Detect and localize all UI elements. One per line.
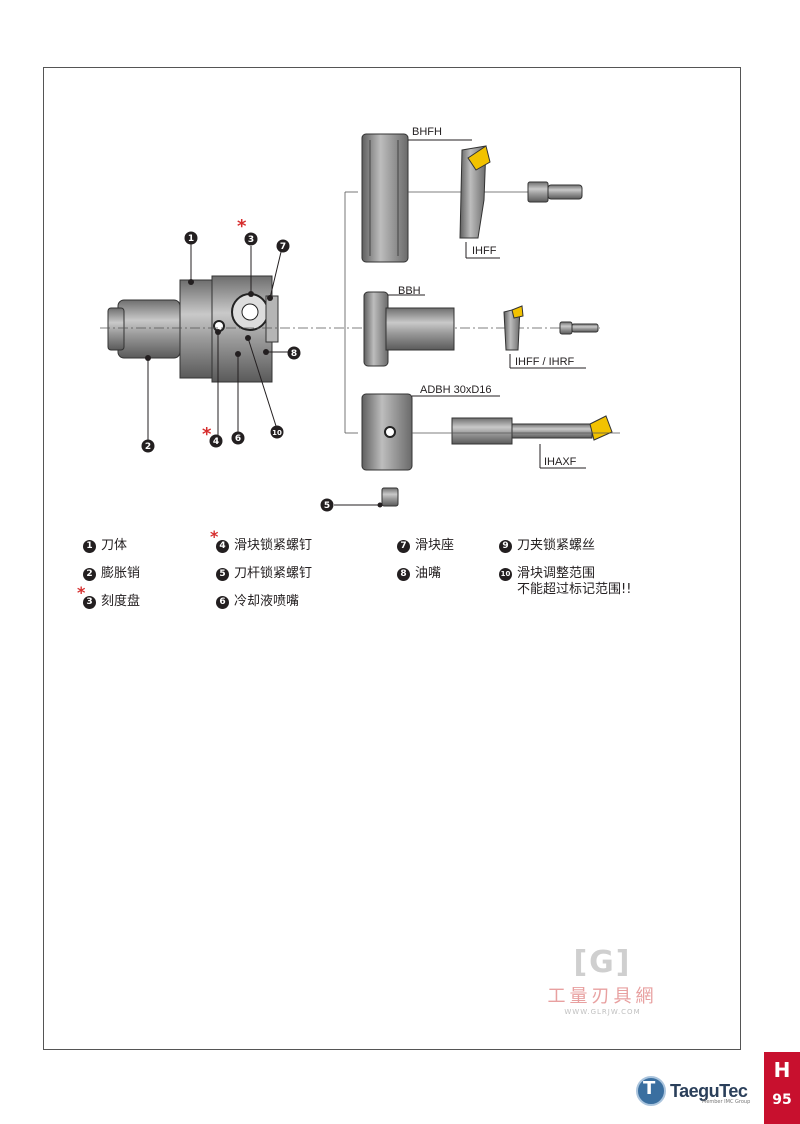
- leader-lines: [147, 244, 288, 440]
- page-number: 95: [772, 1092, 792, 1108]
- svg-text:2: 2: [145, 442, 151, 452]
- svg-text:5: 5: [324, 501, 330, 511]
- part-marker-7: 7: [276, 239, 290, 253]
- watermark-logo: [G]: [573, 945, 632, 980]
- boring-head: [107, 275, 279, 383]
- watermark-text: 工量刃具網: [547, 986, 658, 1007]
- watermark: [G] 工量刃具網 WWW.GLRJW.COM: [535, 945, 670, 1016]
- part-markers: 1 2 3 4 5 6 7 8 10: [141, 231, 334, 512]
- adbh-label: ADBH 30xD16: [420, 384, 492, 396]
- bhfh-label: BHFH: [412, 126, 442, 138]
- svg-text:7: 7: [280, 242, 286, 252]
- svg-text:1: 1: [188, 234, 194, 244]
- part-marker-4: 4: [209, 434, 223, 448]
- svg-text:6: 6: [235, 434, 241, 444]
- brand-tagline: Member IMC Group: [702, 1099, 751, 1105]
- watermark-url: WWW.GLRJW.COM: [564, 1008, 641, 1016]
- bbh-label: BBH: [398, 285, 421, 297]
- adbh-holder: [334, 393, 620, 508]
- part-marker-6: 6: [231, 431, 245, 445]
- part-marker-1: 1: [184, 231, 198, 245]
- svg-text:4: 4: [213, 437, 219, 447]
- bhfh-holder: [361, 133, 583, 263]
- svg-text:10: 10: [272, 429, 282, 437]
- star-part-3: *: [237, 216, 247, 237]
- part-marker-2: 2: [141, 439, 155, 453]
- leader-dots: [145, 279, 273, 361]
- svg-text:8: 8: [291, 349, 297, 359]
- content-frame: [43, 67, 741, 1050]
- svg-text:3: 3: [248, 235, 254, 245]
- section-tab: H 95: [764, 1052, 800, 1124]
- brand-name: TaeguTec: [670, 1081, 748, 1101]
- part-marker-8: 8: [287, 346, 301, 360]
- part-marker-10: 10: [270, 425, 284, 439]
- bbh-holder: [363, 291, 599, 369]
- brand-logo-icon: [636, 1076, 666, 1106]
- part-marker-5: 5: [320, 498, 334, 512]
- part-marker-3: 3: [244, 232, 258, 246]
- star-part-4: *: [202, 424, 212, 445]
- ihaxf-label: IHAXF: [544, 456, 577, 468]
- ihff-ihrf-label: IHFF / IHRF: [515, 356, 575, 368]
- section-letter: H: [773, 1058, 791, 1082]
- ihff-label: IHFF: [472, 245, 497, 257]
